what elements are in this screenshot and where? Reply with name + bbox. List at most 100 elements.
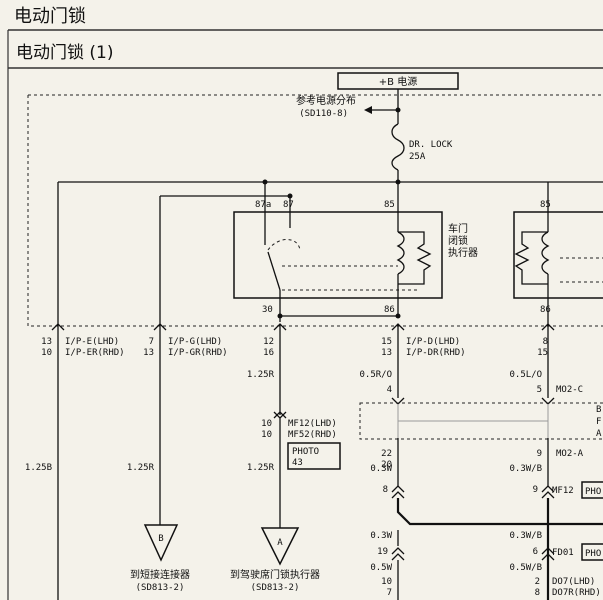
resistor-icon (398, 231, 432, 285)
junction-letter-b: B (596, 405, 601, 415)
conn-ipd-name-rhd: I/P-DR(RHD) (406, 348, 466, 358)
conn-ipg-pin-lhd: 7 (149, 337, 154, 347)
mo2a-name: MO2-A (556, 449, 584, 459)
photo-box-right (581, 481, 603, 499)
conn-ipe-pin-rhd: 10 (41, 348, 52, 358)
terminal-b-letter: B (158, 534, 163, 544)
module-boundary (27, 94, 603, 327)
junction-letter-f: F (596, 417, 601, 427)
pin-86: 86 (384, 305, 395, 315)
pin-85-right: 85 (540, 200, 551, 210)
mf-pin-lhd: 10 (261, 419, 272, 429)
conn-right-pin-1: 8 (543, 337, 548, 347)
mo2c-name: MO2-C (556, 385, 583, 395)
terminal-a-code: (SD813-2) (251, 583, 300, 593)
connector-chevron (541, 553, 555, 561)
conn-16-pin: 16 (263, 348, 274, 358)
fuse-rating: 25A (409, 152, 426, 162)
connector-chevron (391, 547, 405, 555)
ref-power-arrow (364, 106, 372, 114)
do7-pin-lhd: 2 (535, 577, 540, 587)
terminal-b-label: 到短接连接器 (130, 568, 190, 581)
pin-87a: 87a (255, 200, 271, 210)
photo-label: PHOTO (292, 447, 319, 457)
terminal-a-icon (260, 527, 300, 566)
connector-chevron (541, 491, 555, 499)
pin-87: 87 (283, 200, 294, 210)
junction-dot (287, 193, 293, 199)
pin-8: 8 (383, 485, 388, 495)
coil2-icon (541, 231, 550, 275)
wire-label-125r-b: 1.25R (127, 463, 155, 473)
conn-ipg-pin-rhd: 13 (143, 348, 154, 358)
connector-chevron (541, 547, 555, 555)
pin-10: 10 (381, 577, 392, 587)
wire-label-125r-a: 1.25R (247, 370, 275, 380)
terminal-b-code: (SD813-2) (136, 583, 185, 593)
ref-power-code: (SD110-8) (299, 109, 348, 119)
wire-label-05ro: 0.5R/O (359, 370, 392, 380)
wire-cross-a (396, 498, 603, 526)
pin-19: 19 (377, 547, 388, 557)
mf-pin-rhd: 10 (261, 430, 272, 440)
conn-ipg-name-rhd: I/P-GR(RHD) (168, 348, 228, 358)
actuator-label-2: 闭锁 (448, 234, 468, 247)
relay-switch-arm (267, 251, 281, 291)
conn-right-pin-2: 15 (537, 348, 548, 358)
photo-short-1: PHO (585, 487, 601, 497)
pin-20: 20 (381, 460, 392, 470)
connector-chevron (541, 485, 555, 493)
relay-box-right (513, 211, 603, 299)
mf12-name: MF12 (552, 486, 574, 496)
resistor2-icon (514, 231, 548, 285)
wire-label-125b: 1.25B (25, 463, 52, 473)
power-source-label: +B 电源 (379, 75, 417, 88)
actuator-label-1: 车门 (448, 222, 468, 235)
connector-chevron (391, 491, 405, 499)
connector-chevron (391, 485, 405, 493)
conn-ipe-name-rhd: I/P-ER(RHD) (65, 348, 125, 358)
conn-ipg-name-lhd: I/P-G(LHD) (168, 337, 222, 347)
wire-label-05lo: 0.5L/O (509, 370, 542, 380)
conn-ipe-pin-lhd: 13 (41, 337, 52, 347)
photo-number: 43 (292, 458, 303, 468)
photo-box-right-2 (581, 543, 603, 561)
wire-label-05w: 0.5W (370, 563, 392, 573)
junction-letter-a: A (596, 429, 602, 439)
conn-12-pin: 12 (263, 337, 274, 347)
do7-pin-rhd: 8 (535, 588, 540, 598)
fd01-pin: 6 (533, 547, 538, 557)
wire-label-03w-a: 0.3W (370, 464, 392, 474)
mf12-pin: 9 (533, 485, 538, 495)
pin-86-right: 86 (540, 305, 551, 315)
wire-label-03wb-a: 0.3W/B (509, 464, 542, 474)
mf-name-lhd: MF12(LHD) (288, 419, 337, 429)
terminal-a-letter: A (277, 538, 283, 548)
photo-box (287, 442, 341, 470)
wire-label-05wb: 0.5W/B (509, 563, 542, 573)
pin-85: 85 (384, 200, 395, 210)
mf-name-rhd: MF52(RHD) (288, 430, 337, 440)
junction-dot (395, 313, 401, 319)
connector-chevron (273, 411, 287, 419)
relay-box (233, 211, 443, 299)
actuator-label-3: 执行器 (448, 246, 478, 259)
coil-icon (396, 231, 405, 275)
ref-power-label: 参考电源分布 (296, 94, 356, 107)
connector-chevron (391, 553, 405, 561)
wire-label-03w-b: 0.3W (370, 531, 392, 541)
page-title: 电动门锁 (14, 6, 86, 27)
fd01-name: FD01 (552, 548, 574, 558)
pin-7: 7 (387, 588, 392, 598)
conn-ipd-name-lhd: I/P-D(LHD) (406, 337, 460, 347)
switch-arc (267, 239, 301, 251)
fuse-icon (391, 123, 405, 171)
terminal-a-label: 到驾驶席门锁执行器 (230, 568, 320, 581)
do7-name-rhd: DO7R(RHD) (552, 588, 601, 598)
mo2a-pin: 9 (537, 449, 542, 459)
page-subtitle: 电动门锁 (1) (16, 43, 114, 63)
conn-ipd-pin-lhd: 15 (381, 337, 392, 347)
mo2c-pin: 5 (537, 385, 542, 395)
